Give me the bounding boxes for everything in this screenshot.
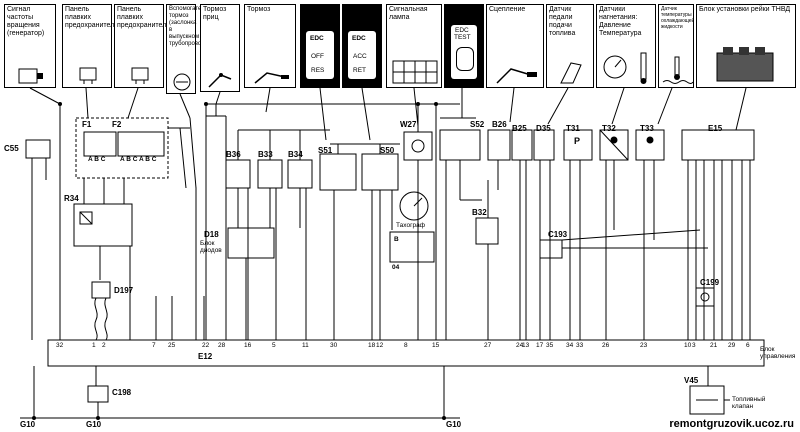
e12-pin-11: 11 (302, 342, 309, 349)
label-t32: T32 (602, 124, 616, 133)
e12-pin-29: 29 (728, 342, 736, 349)
e12-pin-26: 26 (602, 342, 610, 349)
label-e15: E15 (708, 124, 723, 133)
caption-coolant-sensor: Датчик температуры охлаждающей жидкости (658, 4, 694, 88)
label-b36: B36 (226, 150, 241, 159)
label-c193: C193 (548, 230, 568, 239)
label-b34: B34 (288, 150, 303, 159)
e12-pin-34: 34 (566, 342, 574, 349)
e12-pin-35: 35 (546, 342, 554, 349)
label-v45: V45 (684, 376, 699, 385)
tacho-terminal-04: 04 (392, 264, 400, 271)
label-f2: F2 (112, 120, 122, 129)
label-b32: B32 (472, 208, 487, 217)
e12-pin-16: 16 (244, 342, 252, 349)
e12-pin-23: 23 (640, 342, 648, 349)
e12-pin-5: 5 (272, 342, 276, 349)
label-g10-right: G10 (446, 420, 462, 429)
fuse-icon (131, 67, 149, 84)
lamp-panel-icon (392, 60, 438, 84)
e12-pin-3: 3 (692, 342, 696, 349)
label-s50: S50 (380, 146, 395, 155)
e12-pin-22: 22 (202, 342, 210, 349)
valve-icon (173, 73, 191, 91)
caption-accelerator-sensor: Датчик педали подачи топлива (546, 4, 594, 88)
t31-pressure-symbol: P (574, 136, 581, 146)
e12-pin-30: 30 (330, 342, 338, 349)
caption-edc-acc-ret: EDC ACC RET (342, 4, 382, 88)
label-r34: R34 (64, 194, 79, 203)
label-t31: T31 (566, 124, 580, 133)
caption-exhaust-brake: Вспомогательный тормоз (заслонка в выпус… (166, 4, 219, 94)
e12-pin-24: 24 (516, 342, 524, 349)
watermark: remontgruzovik.ucoz.ru (669, 418, 794, 430)
label-b33: B33 (258, 150, 273, 159)
caption-fuse-panel-1: Панель плавких предохранителей (62, 4, 122, 88)
e12-pin-2: 2 (102, 342, 106, 349)
e12-pin-28: 28 (218, 342, 226, 349)
tacho-terminal-b: B (394, 236, 399, 243)
label-s51: S51 (318, 146, 333, 155)
e12-pin-25: 25 (168, 342, 176, 349)
engine-icon (716, 47, 774, 82)
pedal-icon (254, 72, 289, 84)
caption-edc-test: EDC TEST (444, 4, 484, 88)
label-d197: D197 (114, 286, 134, 295)
e12-pin-13: 13 (522, 342, 530, 349)
label-c199: C199 (700, 278, 720, 287)
label-c198: C198 (112, 388, 132, 397)
e12-pin-1: 1 (92, 342, 96, 349)
label-w27: W27 (400, 120, 417, 129)
e12-pin-12: 12 (376, 342, 384, 349)
caption-rack-unit: Блок установки рейки ТНВД (696, 4, 796, 88)
fuse-abc-1: A B C (88, 156, 106, 163)
label-d18-desc: Блок диодов (200, 240, 222, 254)
e12-pin-8: 8 (404, 342, 408, 349)
e12-pin-32: 32 (56, 342, 64, 349)
coolant-icon (662, 56, 694, 84)
fuse-icon (79, 67, 97, 84)
label-e12-desc: Блок управления (760, 346, 796, 360)
e12-pin-27: 27 (484, 342, 492, 349)
label-tacho: Тахограф (396, 222, 426, 229)
e12-pin-6: 6 (746, 342, 750, 349)
label-s52: S52 (470, 120, 485, 129)
label-b25: B25 (512, 124, 527, 133)
e12-pin-17: 17 (536, 342, 544, 349)
label-d35: D35 (536, 124, 551, 133)
label-f1: F1 (82, 120, 92, 129)
e12-pin-21: 21 (710, 342, 718, 349)
caption-trailer-brake: Тормоз приц (200, 4, 240, 92)
lever-icon (208, 73, 232, 88)
caption-fuse-panel-2: Панель плавких предохранителей (114, 4, 174, 88)
label-d18: D18 (204, 230, 219, 239)
label-g10-left: G10 (20, 420, 36, 429)
fuse-abc-2: A B C A B C (120, 156, 157, 163)
caption-generator: Сигнал частоты вращения (генератор) (4, 4, 56, 88)
caption-boost-sensors: Датчики нагнетания: Давление Температура (596, 4, 656, 88)
e12-pin-15: 15 (432, 342, 440, 349)
gauge-thermometer-icon (603, 52, 647, 84)
e12-pin-33: 33 (576, 342, 584, 349)
e12-pin-18: 18 (368, 342, 376, 349)
accelerator-icon (560, 62, 582, 84)
label-v45-desc: Топливный клапан (732, 396, 766, 410)
e12-pin-10: 10 (684, 342, 692, 349)
label-c55: C55 (4, 144, 19, 153)
caption-clutch: Сцепление (486, 4, 544, 88)
label-t33: T33 (640, 124, 654, 133)
label-g10-mid: G10 (86, 420, 102, 429)
caption-edc-off-res: EDC OFF RES (300, 4, 340, 88)
e12-pin-7: 7 (152, 342, 156, 349)
label-b26: B26 (492, 120, 507, 129)
label-e12: E12 (198, 352, 213, 361)
caption-brake: Тормоз (244, 4, 296, 88)
clutch-pedal-icon (496, 68, 537, 84)
caption-signal-lamp: Сигнальная лампа (386, 4, 442, 88)
generator-icon (18, 68, 43, 84)
